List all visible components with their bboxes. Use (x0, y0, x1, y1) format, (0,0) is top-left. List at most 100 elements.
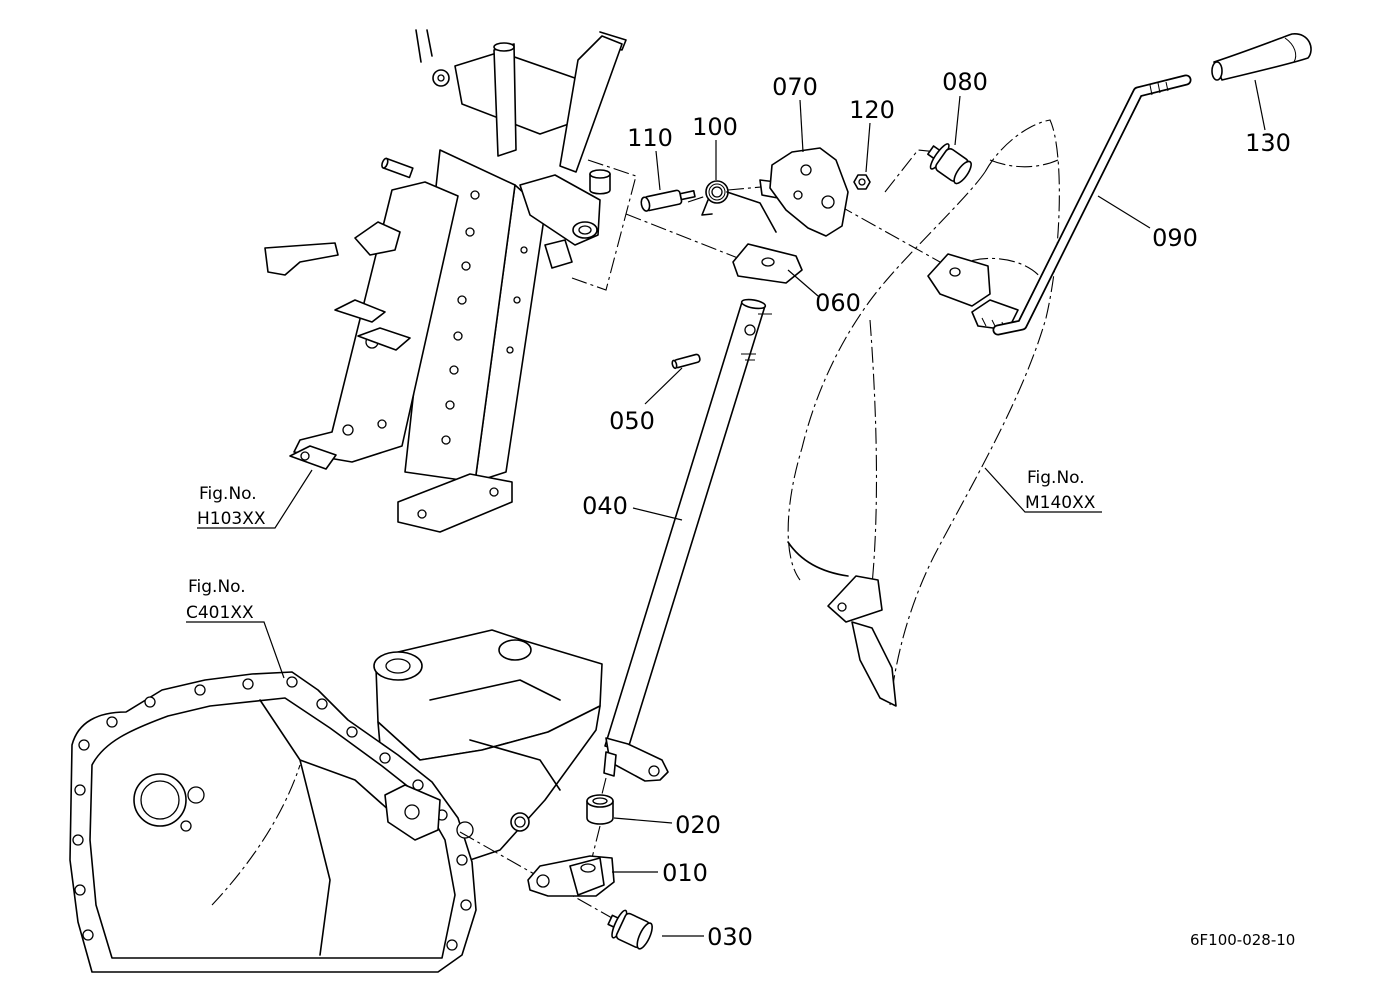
frame-bushing-body (589, 173, 611, 195)
housing-bore-inner (140, 780, 180, 820)
cover-outline-left (787, 171, 986, 581)
bracket-body (769, 147, 849, 237)
lever-grip-marks (1149, 81, 1169, 96)
cover-bracket-hole (949, 267, 961, 277)
bracket-hole (793, 190, 803, 200)
frame-hidden-outline (571, 159, 637, 291)
leader-040 (632, 507, 683, 521)
fig-ref-m140-prefix: Fig.No. (1027, 468, 1085, 488)
cover-lower-tip (851, 621, 897, 707)
leader-130 (1254, 79, 1266, 131)
label-110: 110 (627, 124, 673, 152)
label-040: 040 (582, 492, 628, 520)
flange-bolt-hole (316, 698, 328, 710)
part-060-plate (732, 243, 803, 284)
label-130: 130 (1245, 129, 1291, 157)
housing-boss-hole (514, 816, 526, 828)
bolt-head-end (953, 160, 972, 185)
frame-shaft-stub-end (381, 157, 389, 169)
leader-h103xx (197, 469, 313, 529)
column-hole (461, 261, 471, 271)
cover-bracket (927, 253, 991, 307)
spring-coil-inner (711, 186, 723, 198)
figure-references: Fig.No. H103XX Fig.No. C401XX Fig.No. M1… (186, 468, 1096, 623)
frame-lower-foot-hole (300, 451, 310, 461)
leader-lines (186, 79, 1266, 937)
lever-fill (994, 76, 1190, 334)
frame-pivot-pin (544, 239, 573, 269)
flange-bolt-hole (446, 939, 458, 951)
cover-lower-bracket (827, 575, 883, 623)
pin-end (640, 196, 651, 212)
part-100-spring (701, 180, 777, 233)
housing-box-ribs (429, 679, 561, 791)
flange-bolt-hole (460, 899, 472, 911)
frame-upper-strap (559, 35, 623, 173)
bushing-bore (592, 797, 608, 805)
part-130-knob (1211, 33, 1312, 81)
fig-ref-h103-code: H103XX (197, 509, 266, 529)
column-hole (453, 331, 463, 341)
flange-bolt-hole (106, 716, 118, 728)
rod-bottom-stub (603, 751, 617, 777)
frame-shelf-bracket (357, 327, 411, 351)
column-hole (449, 365, 459, 375)
part-020-bushing (586, 794, 614, 825)
column-side-hole (513, 296, 521, 304)
pin-stub (679, 190, 696, 201)
column-hole (441, 435, 451, 445)
fig-ref-h103-prefix: Fig.No. (199, 484, 257, 504)
cover-inner-curve (989, 159, 1059, 168)
flange-bolt-hole (346, 726, 358, 738)
knob-body (1213, 33, 1312, 81)
frame-pedal-bracket (264, 242, 339, 276)
label-120: 120 (849, 96, 895, 124)
leader-120 (865, 122, 871, 173)
bracket-hole (821, 195, 835, 209)
assembly-line (601, 777, 607, 795)
frame-tab (354, 221, 401, 256)
rod-arm-hole (648, 765, 660, 777)
column-side-hole (506, 346, 514, 354)
frame-shelf-bracket (334, 299, 386, 323)
assembly-line (837, 204, 941, 263)
frame-shaft-stub (381, 157, 414, 179)
spring-coil-mid (708, 183, 726, 201)
cover-lower-bracket-hole (837, 602, 847, 612)
assembly-line (687, 195, 707, 203)
rod-hole-marks (741, 313, 772, 361)
flange-bolt-hole (144, 696, 156, 708)
knob-contour (1284, 37, 1297, 63)
foot-hole (489, 487, 499, 497)
leader-080 (954, 95, 961, 146)
part-050-spring-pin (671, 353, 701, 370)
housing-small-hole (180, 820, 192, 832)
part-110-pin (640, 189, 696, 212)
assembly-line (591, 825, 601, 859)
frame-foot-plate (397, 473, 513, 533)
part-120-nut (853, 174, 871, 190)
leader-070 (799, 99, 804, 153)
spring-arms (701, 191, 777, 233)
part-040-shift-rod (603, 298, 772, 782)
leader-090 (1097, 195, 1151, 229)
flange-bolt-hole (286, 676, 298, 688)
leader-110 (655, 150, 661, 191)
drawing-number: 6F100-028-10 (1190, 931, 1295, 949)
part-labels: 070 080 120 100 110 130 090 060 050 040 … (582, 68, 1291, 951)
leader-060 (787, 269, 819, 297)
label-070: 070 (772, 73, 818, 101)
housing-small-hole (187, 786, 205, 804)
cover-lower-edge (787, 541, 849, 577)
column-side-hole (520, 246, 528, 254)
rod-top-end (740, 298, 767, 310)
housing-ribs (259, 699, 401, 956)
flange-bolt-hole (74, 884, 86, 896)
frame-bushing (589, 169, 611, 195)
part-070-bracket (759, 147, 849, 237)
lever-outline (992, 74, 1192, 336)
frame-bushing-top (589, 169, 611, 179)
side-plate-hole (342, 424, 354, 436)
clamp-plate-hole (536, 874, 550, 888)
clamp-block-hole (580, 863, 596, 873)
